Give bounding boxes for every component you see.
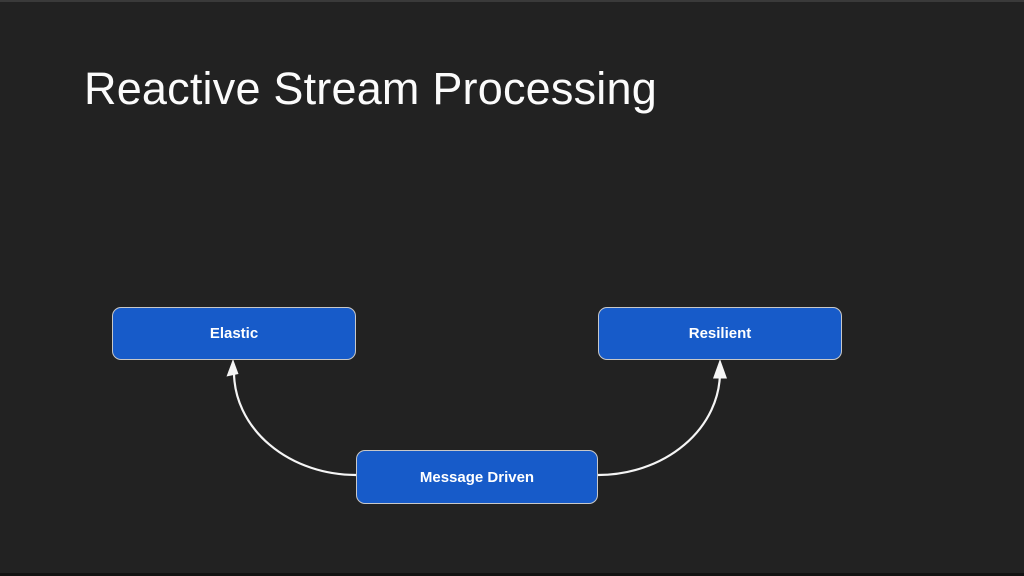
slide-title: Reactive Stream Processing: [84, 63, 657, 114]
slide-top-edge: [0, 0, 1024, 2]
node-message-driven: Message Driven: [356, 450, 598, 504]
node-elastic-label: Elastic: [209, 325, 259, 342]
arrow-shaft: [232, 370, 358, 477]
node-elastic: Elastic: [112, 307, 356, 360]
slide-bottom-edge: [0, 573, 1024, 576]
arrow-message-driven-to-elastic: [226, 359, 358, 477]
node-resilient-label: Resilient: [688, 325, 752, 342]
node-resilient: Resilient: [598, 307, 842, 360]
arrow-head: [713, 359, 727, 379]
arrow-message-driven-to-resilient: [596, 359, 727, 477]
arrow-shaft: [596, 370, 722, 477]
arrow-head: [226, 359, 239, 377]
node-message-driven-label: Message Driven: [419, 468, 535, 486]
